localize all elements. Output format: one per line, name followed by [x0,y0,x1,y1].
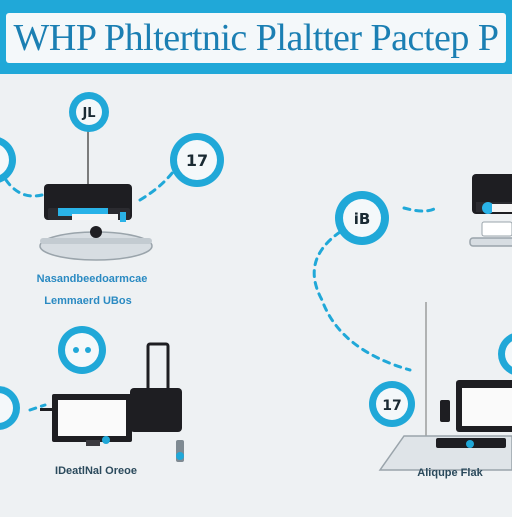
page-title: WHP Phltertnic Plaltter Pactep P [13,17,499,59]
printer-icon-right [469,174,512,247]
badge-4-text: 17 [382,398,401,414]
caption-bottom-left: IDeatlNal Oreoe [55,465,137,477]
badge-left-edge-inner [0,145,9,175]
badge-4: 17 [369,381,415,427]
badge-2-text: 17 [186,151,208,170]
caption-left-bottom: Lemmaerd UBos [44,295,131,307]
computer-icon-left [40,342,184,462]
badge-2: 17 [170,133,224,187]
printer-icon-left [39,184,153,261]
caption-bottom-right: Aliqupe Flak [417,467,483,479]
connection-lines [4,163,440,412]
badge-right-edge-inner [505,341,512,367]
diagram-canvas: JL 17 iB 17 [0,92,512,479]
connector-bottom [28,403,47,412]
badge-3: iB [335,191,389,245]
title-banner: WHP Phltertnic Plaltter Pactep P [0,0,512,74]
badge-1-text: JL [81,106,95,121]
badge-5 [58,326,106,374]
title-panel: WHP Phltertnic Plaltter Pactep P [6,13,506,63]
connector-right-1 [402,204,440,213]
diagram-area: JL 17 iB 17 [0,74,512,512]
connector-arc [312,230,412,372]
badge-1: JL [69,92,109,132]
badge-left-bottom-inner [0,393,13,423]
laptop-icon-right [378,380,512,471]
caption-left-top: Nasandbeedoarmcae [37,273,148,285]
connector-left-1 [4,178,44,198]
badge-3-text: iB [354,210,371,228]
